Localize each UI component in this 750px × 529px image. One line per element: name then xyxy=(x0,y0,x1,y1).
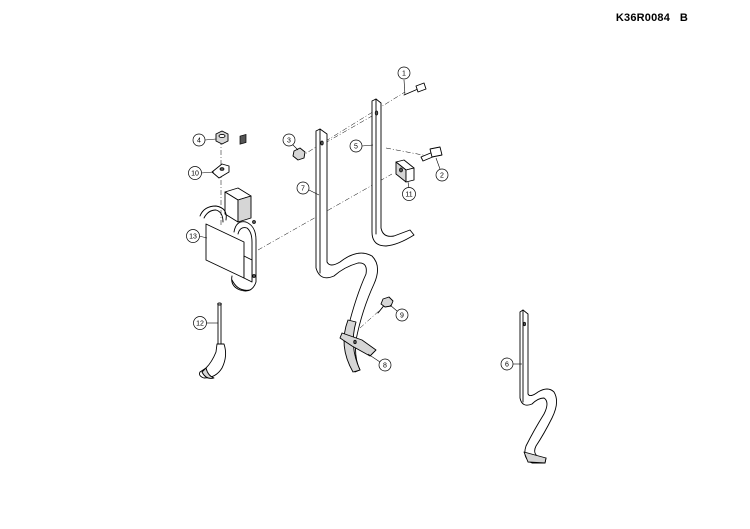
callout-5: 5 xyxy=(349,139,374,153)
part-6-tine xyxy=(519,309,557,464)
callout-6: 6 xyxy=(500,357,522,371)
callout-2: 2 xyxy=(435,157,449,182)
part-3-nut xyxy=(292,147,306,161)
callout-4: 4 xyxy=(192,133,217,147)
part-11-spacer xyxy=(395,159,415,183)
callout-13-label: 13 xyxy=(189,234,197,241)
callout-10-label: 10 xyxy=(191,171,199,178)
callout-9-label: 9 xyxy=(400,313,404,320)
callout-5-label: 5 xyxy=(354,144,358,151)
drawing-reference: K36R0084 B xyxy=(616,12,688,24)
part-4-nut xyxy=(215,130,229,145)
callout-12: 12 xyxy=(193,316,218,330)
callout-8: 8 xyxy=(367,353,392,372)
callout-7-label: 7 xyxy=(301,186,305,193)
callout-3: 3 xyxy=(282,133,299,151)
callout-2-label: 2 xyxy=(440,173,444,180)
part-13-clamp xyxy=(199,134,257,292)
part-8-point xyxy=(339,332,377,357)
part-5-bracket xyxy=(371,98,415,247)
callout-13: 13 xyxy=(186,229,208,243)
part-12-spring-point xyxy=(199,302,227,379)
drawing-revision: B xyxy=(679,12,688,24)
callout-11: 11 xyxy=(402,181,416,201)
callout-9: 9 xyxy=(389,304,409,322)
callout-10: 10 xyxy=(188,166,215,180)
callout-12-label: 12 xyxy=(196,321,204,328)
callout-1-label: 1 xyxy=(402,71,406,78)
callout-6-label: 6 xyxy=(505,362,509,369)
callout-3-label: 3 xyxy=(287,138,291,145)
part-9-bolt xyxy=(377,296,394,314)
callout-4-label: 4 xyxy=(197,138,201,145)
part-1-bolt xyxy=(403,82,427,96)
part-2-bolt xyxy=(420,146,443,162)
drawing-ref-number: K36R0084 xyxy=(615,12,671,24)
part-10-plate xyxy=(211,163,230,179)
callout-11-label: 11 xyxy=(405,192,412,199)
callout-8-label: 8 xyxy=(383,363,387,370)
callout-1: 1 xyxy=(397,66,411,96)
callout-7: 7 xyxy=(296,181,320,196)
